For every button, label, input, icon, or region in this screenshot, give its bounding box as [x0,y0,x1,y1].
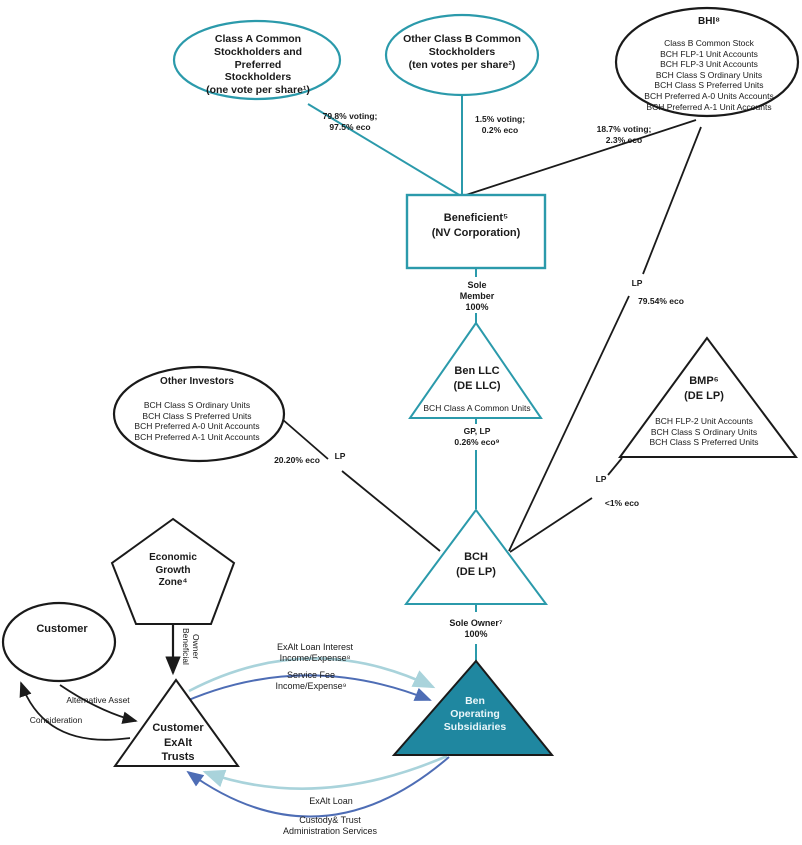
class-b-stockholders-ellipse [384,13,540,97]
teal-connectors [307,95,477,661]
class-a-stockholders-ellipse [172,19,342,101]
bhi-lp-label: LP [631,278,643,288]
ben-llc-units: BCH Class A Common Units [423,403,531,413]
class-b-voting-label: 1.5% voting;0.2% eco [474,114,526,135]
edge-classa-beneficient [307,103,462,197]
bhi-title: BHI⁸ [698,16,720,27]
edge-bmp-bch-lower [509,497,593,553]
other-investors-ellipse [112,365,286,463]
oi-eco-label: 20.20% eco [274,455,320,465]
ben-llc-triangle [408,321,543,419]
other-investors-title: Other Investors [160,376,234,387]
alternative-asset-arrow [59,684,138,724]
consideration-arrow [19,681,131,741]
bhi-voting-label: 18.7% voting;2.3% eco [596,124,652,145]
customer-label: Customer [36,623,88,635]
bch-label: BCH(DE LP) [456,551,496,578]
edge-bhi-beneficient [465,119,697,196]
edge-oi-bch-upper [281,418,329,460]
oi-lp-label: LP [334,451,346,461]
beneficient-label: Beneficient⁵(NV Corporation) [431,212,521,239]
bmp-triangle [618,336,798,458]
bhi-eco-label: 79.54% eco [638,296,684,306]
bmp-label: BMP⁶(DE LP) [684,375,724,402]
exalt-loan-interest-arrow [188,657,436,693]
bmp-lp-label: LP [595,474,607,484]
class-a-voting-label: 79.8% voting;97.5% eco [322,111,378,132]
bhi-ellipse [614,6,800,118]
service-fee-arrow [174,674,432,707]
black-connectors [281,119,702,553]
alternative-asset-label: Alternative Asset [66,695,130,705]
exalt-loan-arrow [202,754,448,790]
edge-bmp-bch-upper [607,457,623,476]
bch-triangle [404,508,548,605]
custody-trust-arrow [186,756,450,818]
edge-bhi-bch-lower [508,295,630,552]
exalt-loan-label: ExAlt Loan [309,796,353,806]
edge-bhi-bch-upper [642,126,702,275]
edge-oi-bch-lower [341,470,441,552]
customer-ellipse [1,601,117,683]
ben-llc-label: Ben LLC(DE LLC) [453,365,501,392]
customer-exalt-trusts-triangle [113,678,240,767]
economic-growth-zone-pentagon [110,517,236,625]
bmp-eco-label: <1% eco [604,498,640,508]
consideration-label: Consideration [29,715,83,725]
beneficient-rect [405,193,547,270]
ben-operating-subsidiaries-triangle [391,659,555,756]
